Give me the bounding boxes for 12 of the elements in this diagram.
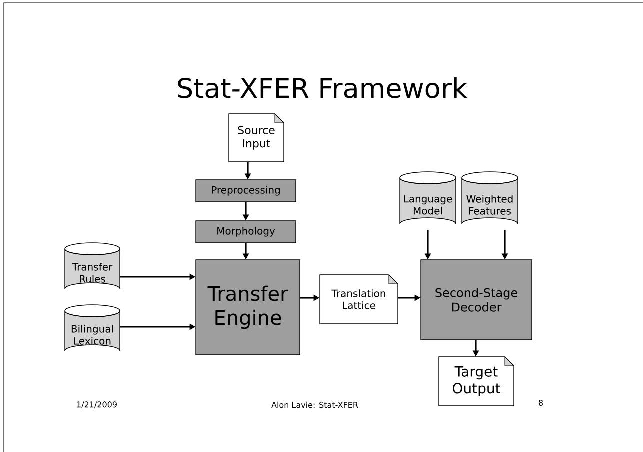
database-cylinder: Weighted Features: [462, 172, 518, 224]
database-cylinder: Language Model: [400, 172, 456, 224]
footer-text: Alon Lavie: Stat-XFER: [272, 402, 358, 408]
database-cylinder: Transfer Rules: [64, 242, 120, 290]
process-box: Preprocessing: [196, 180, 296, 202]
title: Stat-XFER Framework: [178, 78, 468, 98]
database-cylinder: Bilingual Lexicon: [64, 304, 120, 352]
process-box: Transfer Engine: [196, 260, 300, 356]
process-box: Morphology: [196, 220, 296, 244]
page-number: 8: [539, 400, 543, 406]
process-box: Second-Stage Decoder: [420, 260, 532, 340]
footer-date: 1/21/2009: [77, 402, 117, 408]
